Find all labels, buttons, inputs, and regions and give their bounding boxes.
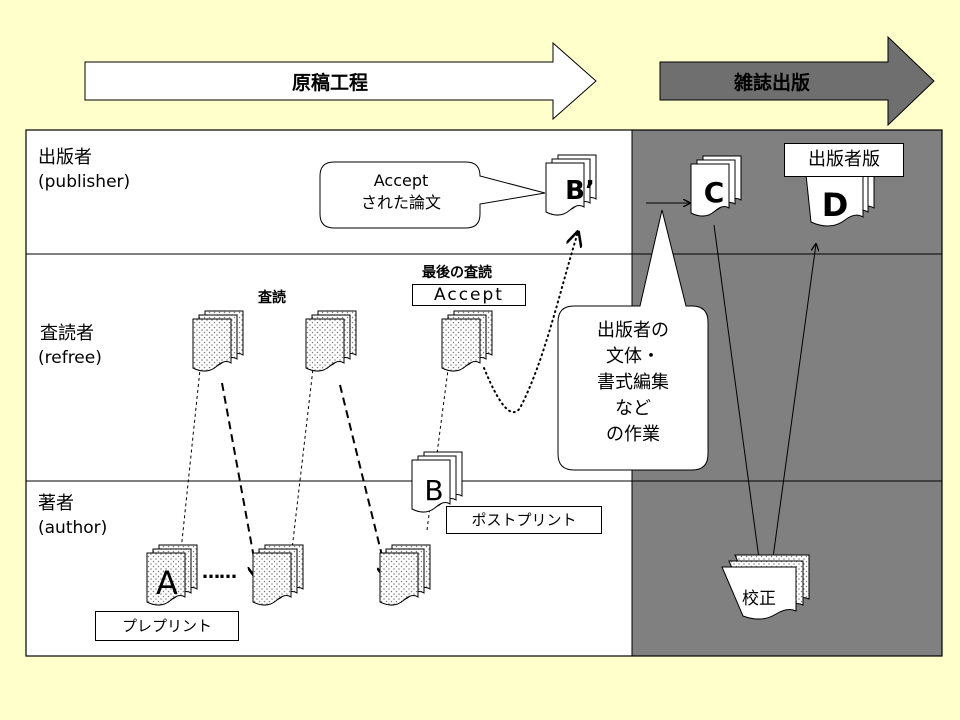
doc-c-letter: C bbox=[703, 176, 725, 209]
accepted-callout-line2: された論文 bbox=[360, 193, 441, 212]
doc-d-letter: D bbox=[821, 186, 849, 224]
publisher-lane-subtitle: (publisher) bbox=[38, 172, 131, 192]
publisher-work-line4: など bbox=[615, 398, 651, 419]
author-lane-title: 著者 bbox=[38, 493, 74, 514]
doc-b-prime-letter: B’ bbox=[565, 176, 595, 206]
accept-tag: Accept bbox=[412, 284, 526, 306]
publisher-lane-label: 出版者 (publisher) bbox=[38, 146, 130, 194]
publisher-work-line2: 文体・ bbox=[606, 346, 660, 367]
publisher-work-callout-shape bbox=[557, 209, 709, 471]
preprint-tag: プレプリント bbox=[95, 611, 239, 641]
proofreading-doc-stack bbox=[721, 554, 810, 620]
referee-lane-label: 査読者 (refree) bbox=[38, 322, 102, 370]
accepted-callout-shape bbox=[319, 161, 546, 229]
accepted-callout-text: Accept された論文 bbox=[336, 170, 466, 214]
review-label: 査読 bbox=[258, 290, 286, 306]
referee-lane-title: 査読者 bbox=[40, 323, 94, 344]
doc-a-letter: A bbox=[156, 564, 178, 602]
author-lane-label: 著者 (author) bbox=[38, 492, 107, 540]
publisher-work-callout-text: 出版者の 文体・ 書式編集 など の作業 bbox=[560, 318, 706, 448]
publisher-work-line3: 書式編集 bbox=[597, 372, 669, 393]
proofreading-label: 校正 bbox=[742, 589, 776, 609]
ellipsis-dots: …… bbox=[202, 562, 237, 583]
to-publisher-version-arrow bbox=[771, 244, 816, 566]
doc-b-letter: B bbox=[424, 474, 444, 507]
author-lane-subtitle: (author) bbox=[38, 518, 108, 538]
manuscript-phase-label: 原稿工程 bbox=[291, 72, 368, 94]
to-proof-arrow bbox=[713, 224, 762, 581]
publication-phase-label: 雑誌出版 bbox=[733, 72, 810, 94]
referee-lane-subtitle: (refree) bbox=[38, 348, 102, 368]
publication-phase-arrow bbox=[659, 35, 935, 127]
publisher-lane-title: 出版者 bbox=[38, 147, 92, 168]
review-return-flows bbox=[221, 382, 388, 580]
publisher-work-line1: 出版者の bbox=[597, 320, 669, 341]
postprint-tag: ポストプリント bbox=[446, 506, 602, 534]
publisher-work-line5: の作業 bbox=[606, 424, 660, 445]
publisher-version-tag: 出版者版 bbox=[784, 143, 904, 177]
final-acceptance-curve bbox=[483, 232, 578, 414]
manuscript-phase-arrow bbox=[84, 41, 597, 121]
accepted-callout-line1: Accept bbox=[373, 171, 429, 190]
final-review-label: 最後の査読 bbox=[422, 265, 492, 281]
submission-flows bbox=[179, 360, 450, 561]
